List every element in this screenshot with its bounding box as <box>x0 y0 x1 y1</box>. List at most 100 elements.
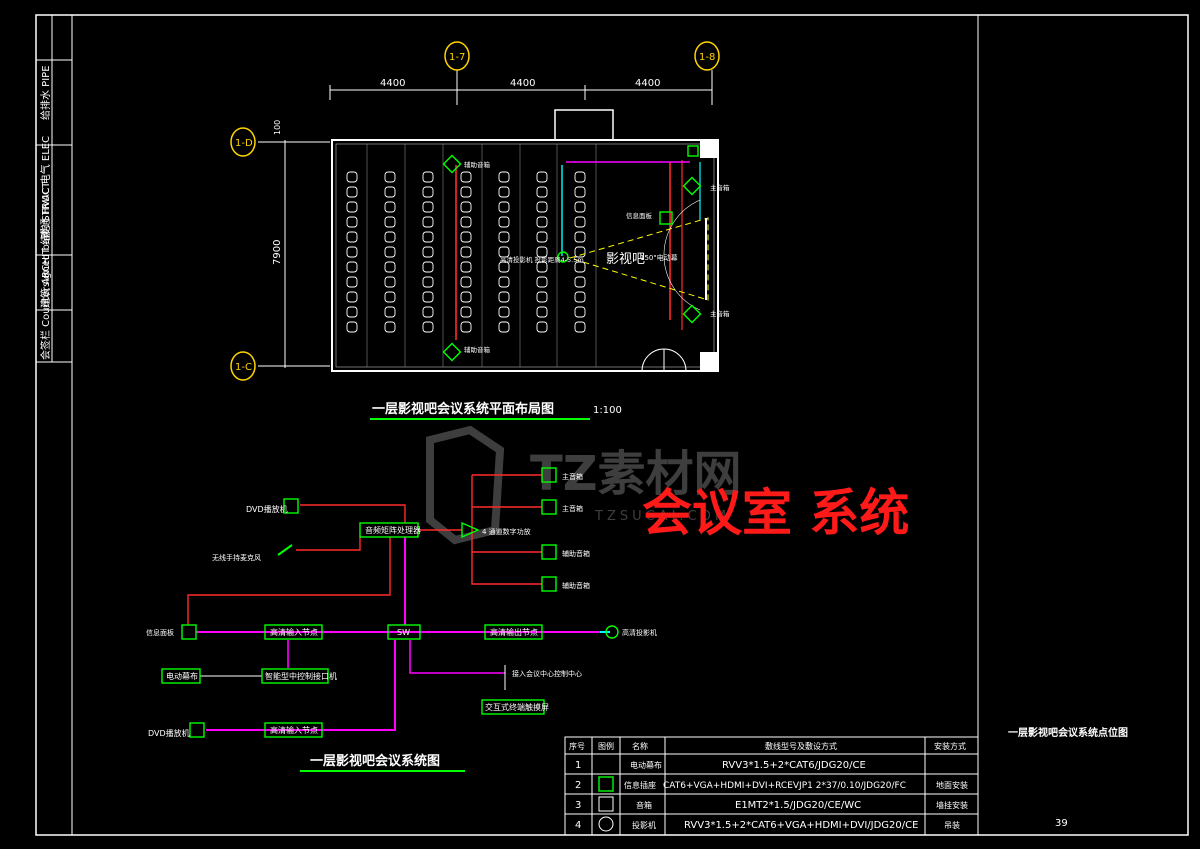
sys-central-ctrl: 智能型中控制接口机 <box>265 671 337 681</box>
seat <box>346 171 358 183</box>
seat <box>536 171 548 183</box>
plan-info-box: 信息面板 <box>626 211 653 220</box>
seat <box>460 276 472 288</box>
seat <box>460 291 472 303</box>
seat <box>422 171 434 183</box>
side-label-sign: 会签栏 Countersigned bar <box>39 233 52 360</box>
legend-h-name: 名称 <box>632 741 648 751</box>
seat <box>460 306 472 318</box>
legend-table: 序号 图例 名称 敷线型号及敷设方式 安装方式 1 电动幕布 RVV3*1.5+… <box>564 736 979 836</box>
seat <box>346 246 358 258</box>
seat <box>422 216 434 228</box>
seat <box>574 186 586 198</box>
sys-info-box: 信息面板 <box>146 628 174 637</box>
sys-spk-2: 主音箱 <box>562 504 583 513</box>
seat <box>460 171 472 183</box>
legend-r3-spec: E1MT2*1.5/JDG20/CE/WC <box>735 800 861 811</box>
seat <box>384 171 396 183</box>
seat <box>346 201 358 213</box>
seat <box>498 291 510 303</box>
sys-hd-out: 高清输出节点 <box>490 627 538 637</box>
seat <box>460 201 472 213</box>
plan-aux-spk-top: 辅助音箱 <box>464 160 491 169</box>
seat <box>346 306 358 318</box>
dim-height: 7900 <box>272 240 283 265</box>
legend-h-install: 安装方式 <box>934 741 966 751</box>
seat <box>536 321 548 333</box>
seat <box>498 201 510 213</box>
seat <box>422 186 434 198</box>
seat <box>422 201 434 213</box>
axis-1-d: 1-D <box>235 138 253 149</box>
seat <box>498 231 510 243</box>
seat <box>460 231 472 243</box>
seat <box>498 246 510 258</box>
axis-1-8: 1-8 <box>699 52 715 63</box>
seat <box>346 261 358 273</box>
seat <box>460 261 472 273</box>
seat <box>536 291 548 303</box>
seat <box>574 246 586 258</box>
sys-title: 一层影视吧会议系统图 <box>310 753 440 769</box>
sys-hd-in-1: 高清输入节点 <box>270 627 318 637</box>
seat <box>574 306 586 318</box>
seat <box>498 306 510 318</box>
plan-main-spk-top: 主音箱 <box>710 183 730 192</box>
seat <box>536 186 548 198</box>
sys-projector: 高清投影机 <box>622 628 657 637</box>
seat <box>498 261 510 273</box>
seat <box>574 231 586 243</box>
seat <box>422 306 434 318</box>
legend-r3-name: 音箱 <box>636 800 652 810</box>
seat <box>574 261 586 273</box>
seat <box>574 216 586 228</box>
sys-audio-matrix: 音频矩阵处理器 <box>365 525 421 535</box>
seat <box>498 276 510 288</box>
dim-3: 4400 <box>635 78 660 89</box>
seat <box>346 186 358 198</box>
floor-plan: 4400 4400 4400 1-7 1-8 1-D 1-C 7900 100 <box>230 41 730 420</box>
side-label-plumbing: 给排水 PIPE <box>39 65 52 120</box>
overlay-title: 会议室 系统 <box>642 484 909 542</box>
watermark-brand: TZ素材网 <box>530 446 742 502</box>
legend-r1-no: 1 <box>575 760 581 771</box>
seat <box>346 276 358 288</box>
legend-r1-spec: RVV3*1.5+2*CAT6/JDG20/CE <box>722 760 866 771</box>
watermark: TZ素材网 TZSUCAI.COM <box>426 425 742 545</box>
legend-r2-no: 2 <box>575 780 581 791</box>
seat <box>384 186 396 198</box>
seat <box>384 276 396 288</box>
sys-hd-in-2: 高清输入节点 <box>270 725 318 735</box>
seat <box>384 291 396 303</box>
page-number: 39 <box>1055 818 1068 829</box>
sys-sw: SW <box>397 628 410 637</box>
legend-r3-no: 3 <box>575 800 581 811</box>
seat <box>384 231 396 243</box>
drawing-frame <box>35 14 1189 836</box>
side-label-arch: 建筑 ARCHIT 结构 STRUCT <box>39 181 52 308</box>
projector-label: 高清投影机 投影距离4-5.5m <box>500 255 584 264</box>
legend-r4-install: 吊装 <box>944 820 960 830</box>
seat <box>460 246 472 258</box>
seat <box>384 201 396 213</box>
seat <box>460 216 472 228</box>
watermark-url: TZSUCAI.COM <box>594 509 730 524</box>
legend-r1-name: 电动幕布 <box>630 760 662 770</box>
sys-wireless-mic: 无线手持麦克风 <box>212 553 261 562</box>
seat <box>460 321 472 333</box>
seat <box>574 291 586 303</box>
axis-1-7: 1-7 <box>449 52 465 63</box>
plan-title: 一层影视吧会议系统平面布局图 <box>372 401 554 417</box>
seat <box>536 261 548 273</box>
sys-spk-3: 辅助音箱 <box>562 549 590 558</box>
seat <box>536 201 548 213</box>
sys-screen-ctrl: 电动幕布 <box>166 671 198 681</box>
seat <box>422 291 434 303</box>
seat <box>498 186 510 198</box>
seat <box>536 246 548 258</box>
legend-r2-name: 信息插座 <box>624 780 656 790</box>
seat <box>574 171 586 183</box>
plan-aux-spk-bottom: 辅助音箱 <box>464 345 491 354</box>
seat <box>460 186 472 198</box>
